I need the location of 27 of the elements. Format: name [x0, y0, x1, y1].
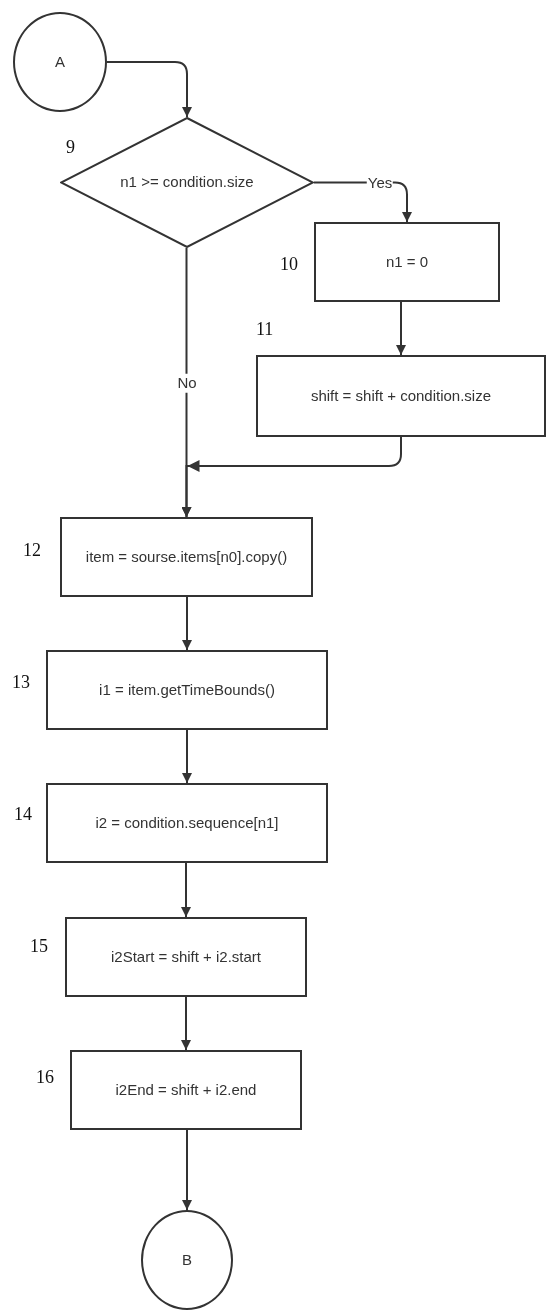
decision-diamond [60, 117, 314, 248]
process-box [314, 222, 500, 302]
process-box [256, 355, 546, 437]
node-text: item = sourse.items[n0].copy() [85, 546, 288, 567]
node-text: A [55, 51, 65, 72]
step-number: 16 [36, 1068, 54, 1086]
step-number: 9 [66, 138, 75, 156]
process-box [65, 917, 307, 997]
step-number: 10 [280, 255, 298, 273]
process-box [60, 517, 313, 597]
step-number: 13 [12, 673, 30, 691]
node-text: i2Start = shift + i2.start [110, 946, 262, 967]
node-text: i2End = shift + i2.end [115, 1079, 257, 1100]
edge-label: No [176, 373, 198, 393]
process-box [46, 783, 328, 863]
node-text: shift = shift + condition.size [310, 385, 492, 406]
node-text: i1 = item.getTimeBounds() [99, 679, 275, 700]
step-number: 14 [14, 805, 32, 823]
step-number: 11 [256, 320, 274, 338]
node-text: n1 >= condition.size [120, 172, 254, 193]
step-number: 15 [30, 937, 48, 955]
process-box [70, 1050, 302, 1130]
step-number: 12 [23, 541, 41, 559]
process-box [46, 650, 328, 730]
node-text: B [182, 1249, 192, 1270]
node-text: i2 = condition.sequence[n1] [95, 812, 279, 833]
node-text: n1 = 0 [385, 251, 429, 272]
